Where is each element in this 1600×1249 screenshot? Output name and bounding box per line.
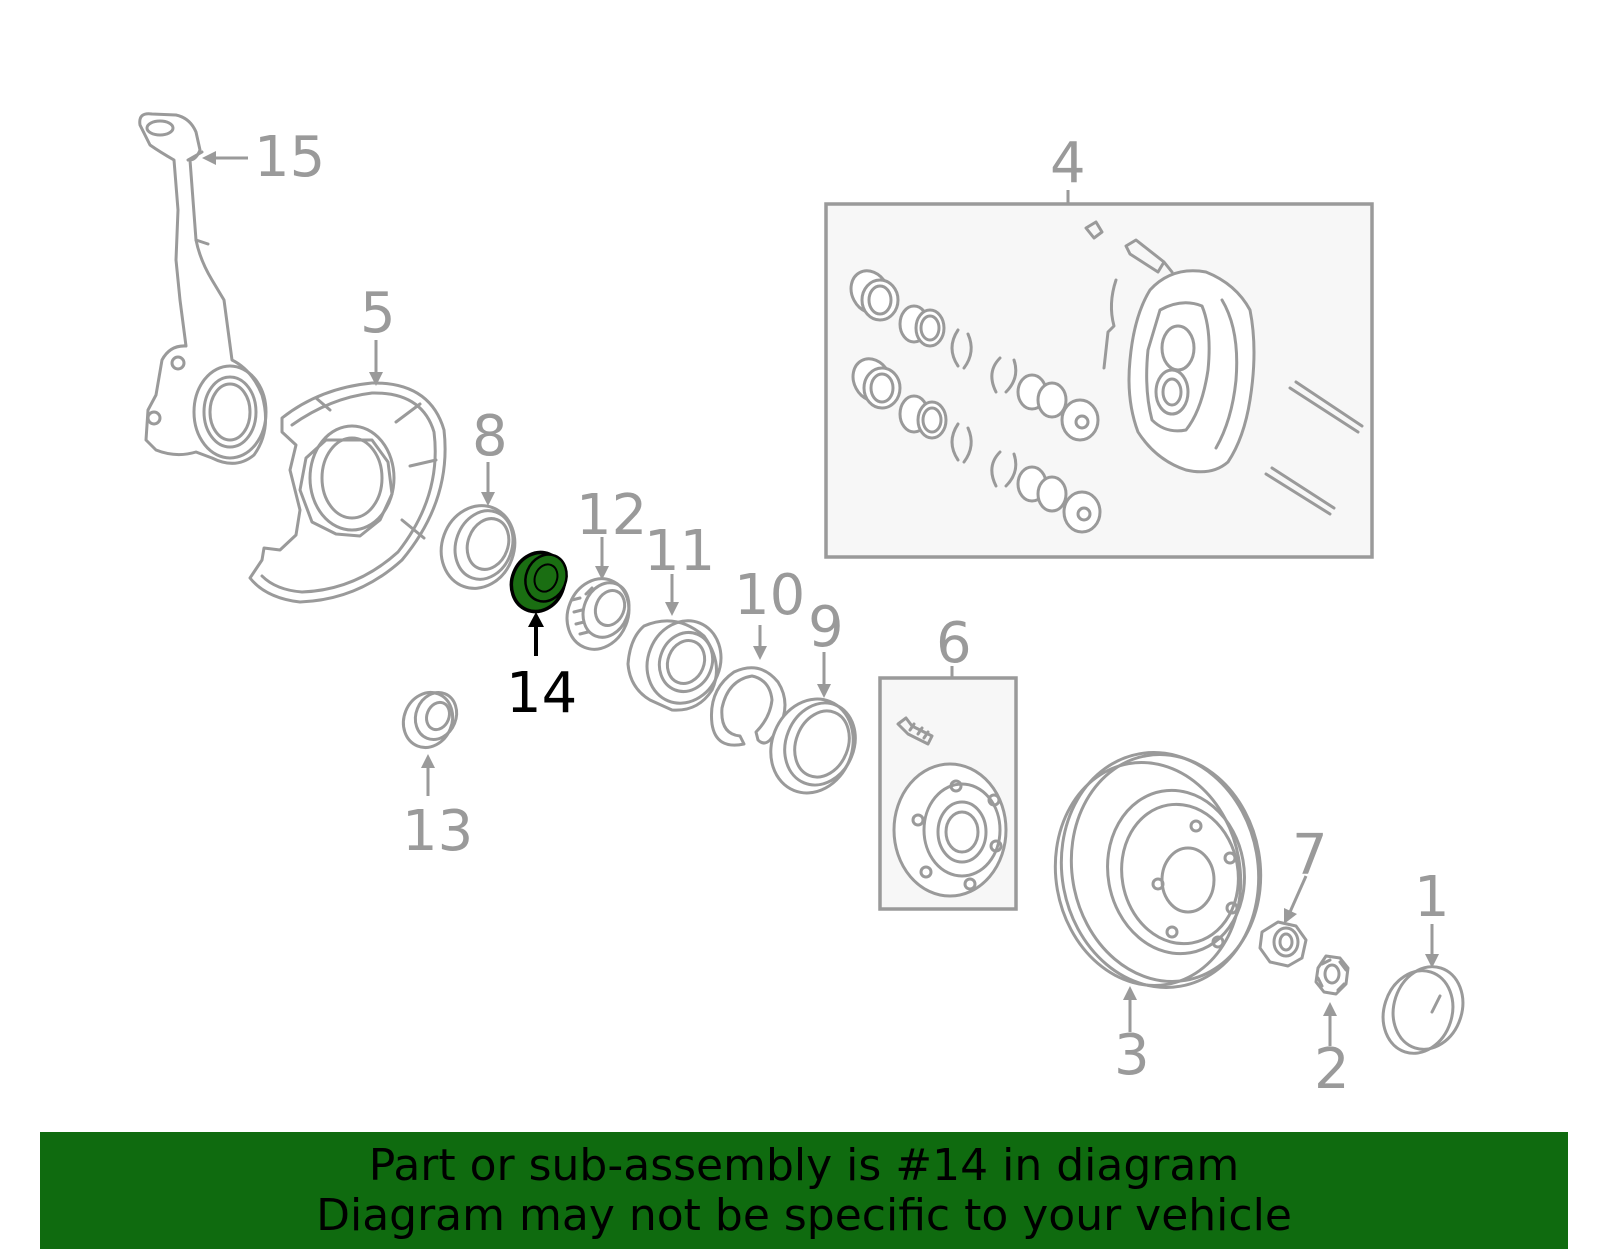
label-8: 8 — [472, 404, 508, 469]
label-12: 12 — [576, 483, 647, 548]
part-14-highlighted[interactable] — [503, 544, 574, 619]
part-2-lock-washer[interactable] — [1314, 954, 1350, 996]
arrow-15 — [202, 151, 248, 165]
label-9: 9 — [808, 595, 844, 660]
banner-line-1: Part or sub-assembly is #14 in diagram — [368, 1139, 1240, 1191]
part-9-seal[interactable] — [757, 687, 867, 806]
arrow-2 — [1323, 1002, 1337, 1046]
label-3: 3 — [1114, 1023, 1150, 1088]
label-2: 2 — [1314, 1037, 1350, 1102]
label-11: 11 — [644, 519, 715, 584]
arrow-10 — [753, 625, 767, 660]
label-10: 10 — [734, 563, 805, 628]
arrow-8 — [481, 462, 495, 506]
label-14: 14 — [506, 661, 577, 726]
label-4: 4 — [1050, 131, 1086, 196]
label-6: 6 — [936, 611, 972, 676]
part-8-oil-seal[interactable] — [430, 495, 526, 599]
arrow-9 — [817, 652, 831, 698]
label-5: 5 — [360, 281, 396, 346]
part-1-grease-cap[interactable] — [1373, 958, 1474, 1063]
label-13: 13 — [402, 799, 473, 864]
label-7: 7 — [1292, 823, 1328, 888]
part-11-hub-bearing[interactable] — [626, 610, 733, 715]
part-6-hub[interactable] — [892, 716, 1008, 898]
part-4-caliper-kit[interactable] — [844, 220, 1364, 534]
part-3-rotor[interactable] — [1038, 737, 1278, 1003]
part-7-nut[interactable] — [1258, 920, 1308, 968]
arrow-13 — [421, 754, 435, 796]
info-banner: Part or sub-assembly is #14 in diagram D… — [40, 1132, 1568, 1249]
label-15: 15 — [254, 125, 325, 190]
arrow-3 — [1123, 986, 1137, 1032]
arrow-11 — [665, 574, 679, 616]
part-10-snap-ring[interactable] — [709, 666, 787, 747]
banner-line-2: Diagram may not be specific to your vehi… — [316, 1189, 1292, 1241]
part-15-knuckle[interactable] — [138, 112, 268, 465]
part-13-bushing[interactable] — [395, 685, 463, 755]
arrow-5 — [369, 340, 383, 386]
arrow-7 — [1284, 875, 1308, 924]
part-5-dust-shield[interactable] — [248, 381, 447, 604]
part-4-box — [824, 202, 1374, 559]
label-1: 1 — [1414, 865, 1450, 930]
arrow-12 — [595, 537, 609, 580]
arrow-1 — [1425, 924, 1439, 968]
part-12-bearing[interactable] — [557, 569, 640, 658]
arrow-14 — [528, 612, 544, 656]
